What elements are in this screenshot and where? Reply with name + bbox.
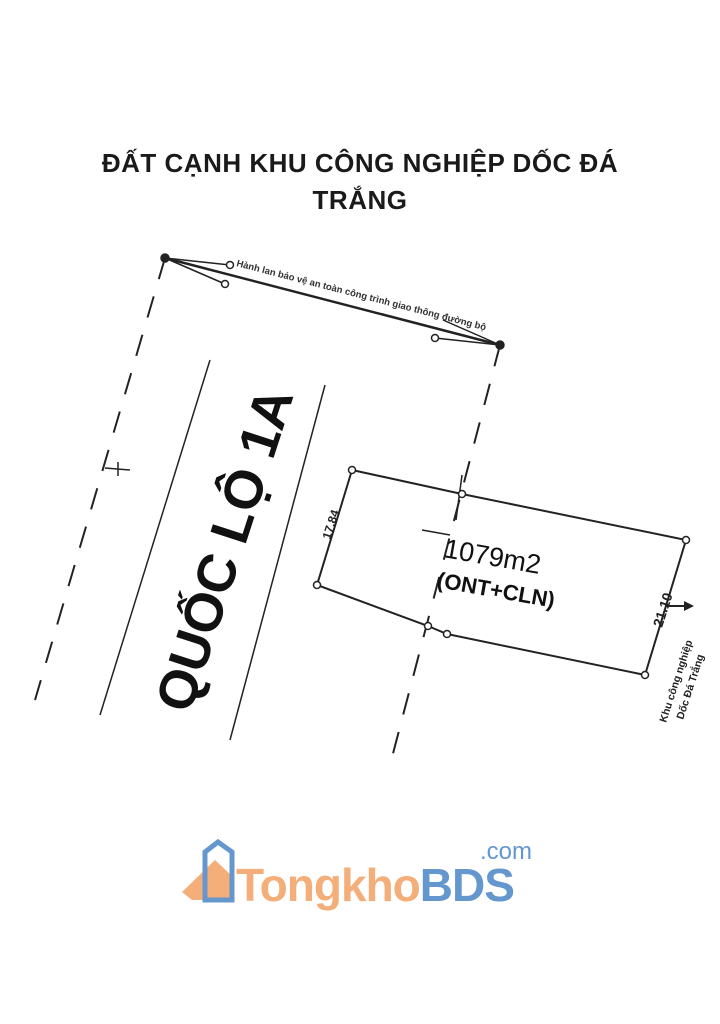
area-pointer: [421, 529, 451, 536]
vertex-marker: [640, 670, 650, 680]
vertex-marker: [423, 621, 433, 631]
vertex-marker: [457, 489, 467, 499]
vertex-marker: [495, 340, 505, 350]
dimension-left-label: 17.84: [320, 508, 343, 541]
vertex-marker: [220, 279, 230, 289]
left-dashed-boundary: [34, 257, 166, 701]
vertex-marker: [225, 260, 235, 270]
vertex-marker: [442, 629, 452, 639]
watermark: TongkhoBDS .com: [182, 838, 532, 911]
svg-text:TongkhoBDS: TongkhoBDS: [236, 859, 514, 911]
vertex-marker: [160, 253, 170, 263]
vertex-marker: [312, 580, 322, 590]
corridor-line: [164, 256, 501, 347]
watermark-part1: Tongkho: [236, 859, 420, 911]
road-edge-right: [229, 384, 326, 741]
road-edge-left: [99, 359, 211, 716]
dimension-right-label: 21.10: [650, 590, 676, 628]
corridor-offset-left: [164, 257, 231, 285]
title-line-1: ĐẤT CẠNH KHU CÔNG NGHIỆP DỐC ĐÁ: [101, 148, 619, 178]
corridor-label: Hành lan bảo vệ an toàn công trình giao …: [235, 258, 487, 333]
title-line-2: TRẮNG: [312, 185, 408, 215]
vertex-marker: [347, 465, 357, 475]
right-dashed-boundary: [389, 344, 501, 766]
arrow-head-icon: [684, 601, 694, 611]
building-logo-icon: [202, 838, 235, 903]
plot-inner-line: [455, 474, 463, 521]
watermark-part2: BDS: [420, 859, 514, 911]
vertex-marker: [430, 333, 440, 343]
vertex-marker: [681, 535, 691, 545]
watermark-suffix: .com: [480, 838, 532, 865]
plot-boundary: [315, 468, 688, 677]
